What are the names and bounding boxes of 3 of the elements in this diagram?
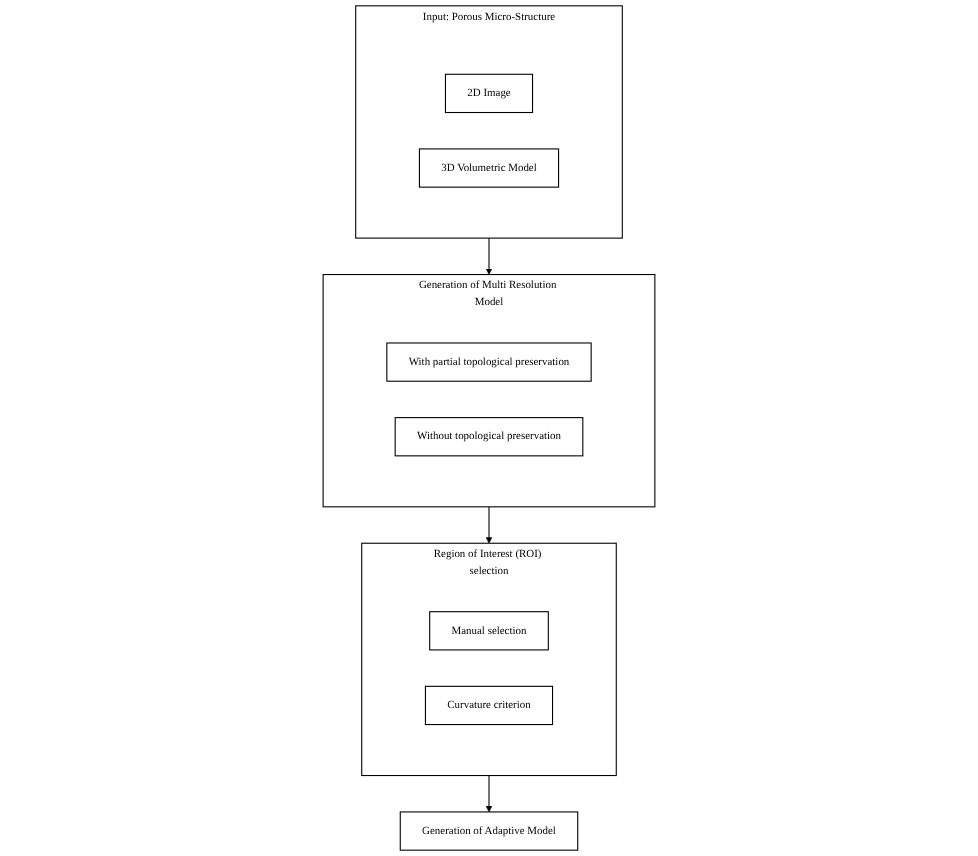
arrow [485,506,493,544]
arrow [485,775,493,813]
arrow [485,237,493,275]
